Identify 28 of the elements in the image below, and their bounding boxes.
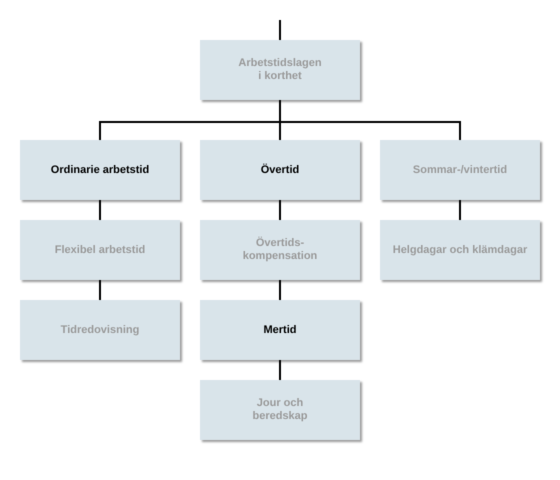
topic-label: Flexibel arbetstid xyxy=(54,244,146,256)
connector-line xyxy=(279,280,281,300)
topic-label: Arbetstidslagen i korthet xyxy=(237,57,323,83)
topic-box xyxy=(200,140,360,200)
topic-box xyxy=(200,220,360,280)
connector-line xyxy=(279,360,281,380)
topic-box xyxy=(380,140,540,200)
topic-label: Tidredovisning xyxy=(60,324,140,336)
topic-label: Ordinarie arbetstid xyxy=(50,164,150,176)
connector-line xyxy=(99,280,101,300)
topic-box xyxy=(200,40,360,100)
connector-line xyxy=(99,200,101,220)
topic-label: Helgdagar och klämdagar xyxy=(392,244,528,256)
topic-box xyxy=(200,300,360,360)
topic-box xyxy=(20,140,180,200)
topic-box xyxy=(20,300,180,360)
topic-label: Jour och beredskap xyxy=(251,397,309,423)
topic-label: Sommar-/vintertid xyxy=(412,164,508,176)
topic-box xyxy=(380,220,540,280)
connector-line xyxy=(459,200,461,220)
topic-label: Övertids- kompensation xyxy=(242,237,318,263)
connector-line xyxy=(279,200,281,220)
topic-box xyxy=(200,380,360,440)
topic-box xyxy=(20,220,180,280)
topic-label: Mertid xyxy=(264,324,296,336)
connector-line xyxy=(279,100,461,140)
topic-label: Övertid xyxy=(260,164,300,176)
connector-line xyxy=(279,20,281,40)
